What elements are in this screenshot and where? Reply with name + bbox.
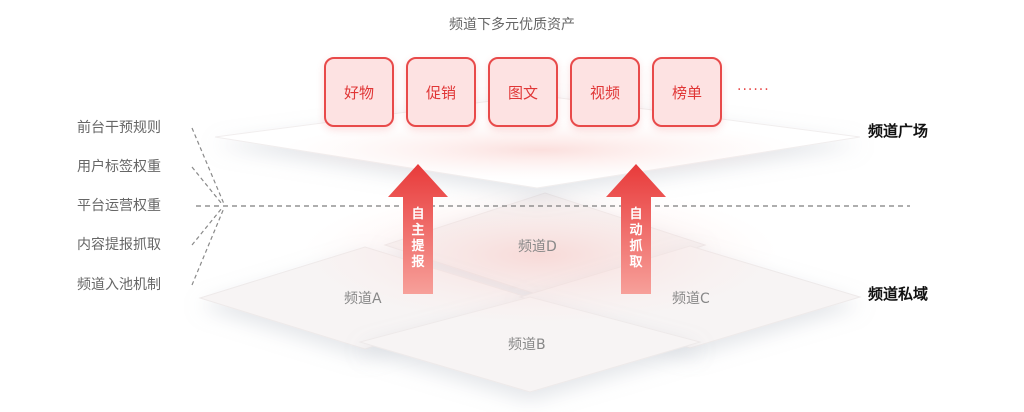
rule-content-submission: 内容提报抓取 xyxy=(77,237,161,253)
asset-chip-promotion: 促销 xyxy=(406,57,476,127)
rule-frontend-intervention: 前台干预规则 xyxy=(77,120,161,136)
arrow-label-self-submit: 自主提报 xyxy=(411,207,425,270)
more-assets-ellipsis: ······ xyxy=(737,82,770,98)
up-arrow-icon xyxy=(606,164,666,294)
rule-connector-2 xyxy=(191,166,223,205)
asset-chip-goods: 好物 xyxy=(324,57,394,127)
rule-connectors xyxy=(191,127,225,286)
channel-tiles xyxy=(198,185,862,393)
asset-chip-ranking: 榜单 xyxy=(652,57,722,127)
diagram-title: 频道下多元优质资产 xyxy=(449,17,575,33)
rule-connector-1 xyxy=(191,127,225,205)
channel-label-b: 频道B xyxy=(508,337,546,353)
rule-connector-4 xyxy=(191,207,223,246)
rule-platform-ops-weight: 平台运营权重 xyxy=(77,198,161,214)
channel-label-c: 频道C xyxy=(672,291,710,307)
rule-user-tag-weight: 用户标签权重 xyxy=(77,159,161,175)
channel-label-a: 频道A xyxy=(344,291,382,307)
channel-label-d: 频道D xyxy=(518,239,557,255)
square-plate-glow xyxy=(280,120,800,180)
up-arrow-icon xyxy=(388,164,448,294)
level-label-private: 频道私域 xyxy=(868,285,929,303)
asset-chip-video: 视频 xyxy=(570,57,640,127)
level-label-square: 频道广场 xyxy=(868,122,929,140)
arrow-label-auto-crawl: 自动抓取 xyxy=(629,207,643,270)
asset-chip-article: 图文 xyxy=(488,57,558,127)
rule-connector-5 xyxy=(191,207,225,286)
rule-channel-pool: 频道入池机制 xyxy=(77,277,161,293)
